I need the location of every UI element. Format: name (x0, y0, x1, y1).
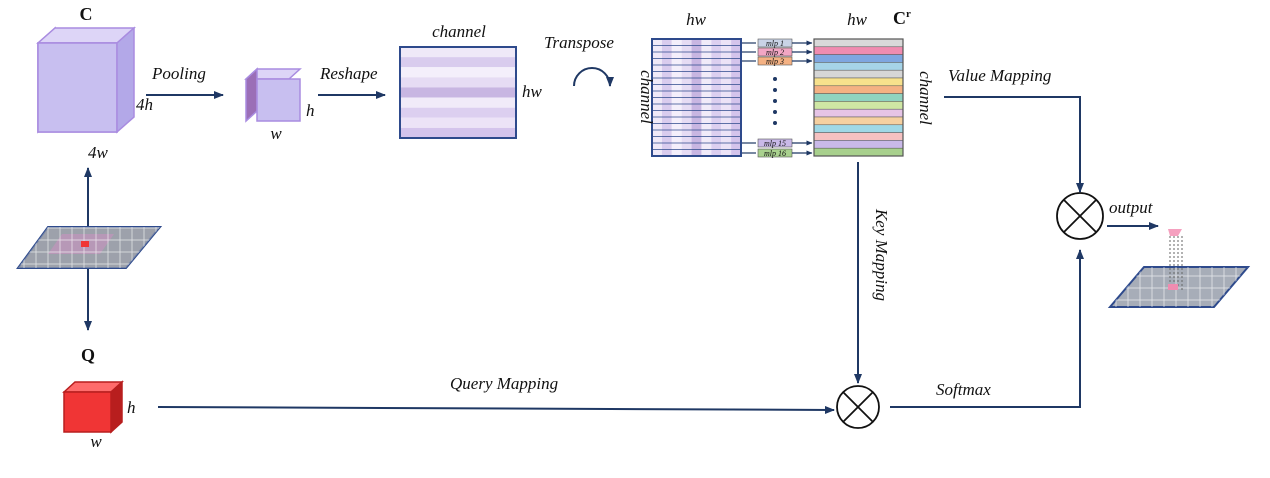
label-channel-top: channel (432, 22, 486, 41)
label-query-mapping: Query Mapping (450, 374, 558, 393)
transpose-arrow (573, 67, 614, 87)
cr-row (813, 147, 904, 157)
label-q-cube-w: w (90, 432, 102, 451)
label-key-mapping: Key Mapping (872, 208, 891, 301)
label-channel-side-matrix: channel (637, 70, 656, 124)
label-q-cube-h: h (127, 398, 136, 417)
cr-row (813, 46, 904, 55)
reshape-row (400, 87, 516, 98)
reshape-row (400, 77, 516, 88)
reshape-row (400, 47, 516, 58)
label-channel-side-cr: channel (916, 71, 935, 125)
reshape-row (400, 57, 516, 68)
label-value-mapping: Value Mapping (948, 66, 1051, 85)
label-hw-right: hw (522, 82, 543, 101)
mlp-label: mlp 3 (766, 57, 784, 66)
mlp-ellipsis (773, 77, 777, 125)
reshape-row (400, 107, 516, 118)
label-pooling: Pooling (151, 64, 206, 83)
cr-row (813, 54, 904, 63)
reshape-row (400, 127, 516, 138)
reshape-row (400, 117, 516, 128)
cr-row (813, 38, 904, 48)
reshaped-matrix (399, 46, 517, 139)
label-output: output (1109, 198, 1154, 217)
label-small-cube-w: w (270, 124, 282, 143)
transposed-matrix (651, 38, 742, 157)
attention-multiply-node (836, 385, 880, 429)
cr-row (813, 69, 904, 79)
mlp-label: mlp 15 (764, 139, 786, 148)
mlp-label: mlp 2 (766, 48, 784, 57)
mlp-label: mlp 16 (764, 149, 786, 158)
cr-row (813, 108, 904, 118)
label-q: Q (81, 345, 95, 365)
label-softmax: Softmax (936, 380, 991, 399)
cr-row (813, 62, 904, 71)
label-hw-top-matrix: hw (686, 10, 707, 29)
output-feature-map (1107, 229, 1251, 308)
value-mapping-arrow (944, 96, 1084, 193)
cr-row (813, 140, 904, 149)
reshape-row (400, 97, 516, 108)
cr-row (813, 77, 904, 87)
reshape-row (400, 67, 516, 78)
label-big-cube-h: 4h (136, 95, 153, 114)
cr-row (813, 85, 904, 94)
label-c: C (80, 4, 93, 24)
query-mapping-arrow (157, 405, 835, 414)
mlp-label: mlp 1 (766, 39, 784, 48)
output-multiply-node (1056, 192, 1104, 240)
cr-row (813, 132, 904, 141)
cr-row (813, 101, 904, 110)
cr-row (813, 124, 904, 133)
label-big-cube-w: 4w (88, 143, 109, 162)
label-hw-top-cr: hw (847, 10, 868, 29)
cr-row (813, 116, 904, 126)
small-cube (244, 67, 302, 123)
label-small-cube-h: h (306, 101, 315, 120)
output-token-cube (1168, 229, 1182, 236)
cr-row (813, 93, 904, 102)
big-cube-c (36, 26, 136, 134)
softmax-arrow (890, 249, 1084, 408)
label-cr: Cr (893, 8, 911, 28)
query-cube-q (62, 380, 124, 434)
input-feature-map (16, 226, 163, 269)
cr-matrix (813, 38, 904, 157)
label-reshape: Reshape (319, 64, 378, 83)
label-transpose: Transpose (544, 33, 614, 52)
